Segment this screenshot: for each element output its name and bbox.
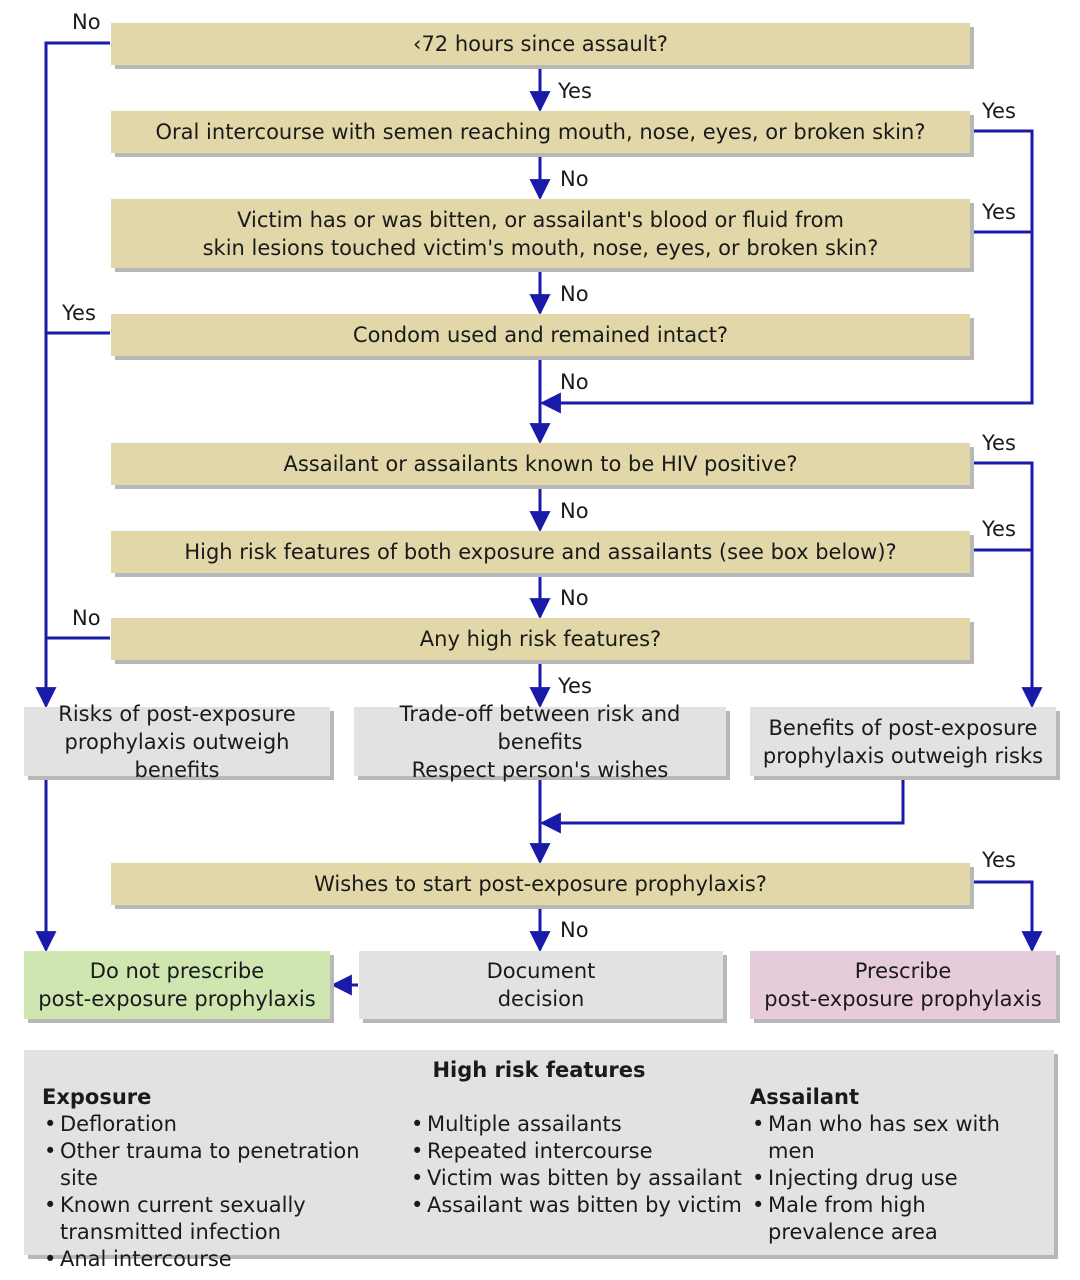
assailant-heading: Assailant	[750, 1085, 859, 1109]
label-q4-no: No	[560, 370, 589, 394]
list-item: Injecting drug use	[750, 1165, 1045, 1192]
label-q2-no: No	[560, 167, 589, 191]
outcome-benefits-outweigh: Benefits of post-exposure prophylaxis ou…	[750, 707, 1056, 776]
assailant-column: Assailant Man who has sex with men Injec…	[750, 1084, 1045, 1246]
outcome-document-decision: Document decision	[359, 951, 723, 1019]
list-item: Man who has sex with men	[750, 1111, 1045, 1165]
list-item: Repeated intercourse	[409, 1138, 749, 1165]
arrow-left-bus	[35, 41, 110, 709]
outcome-tradeoff: Trade-off between risk and benefits Resp…	[354, 702, 726, 782]
question-hiv-positive: Assailant or assailants known to be HIV …	[111, 443, 970, 485]
outcome-do-not-prescribe: Do not prescribe post-exposure prophylax…	[24, 951, 330, 1019]
list-item: Assailant was bitten by victim	[409, 1192, 749, 1219]
exposure-column: Exposure Defloration Other trauma to pen…	[42, 1084, 402, 1273]
list-item: Other trauma to penetration site	[42, 1138, 402, 1192]
label-q4-yes: Yes	[62, 301, 96, 325]
label-q2-yes: Yes	[982, 99, 1016, 123]
label-q5-no: No	[560, 499, 589, 523]
outcome-risks-outweigh: Risks of post-exposure prophylaxis outwe…	[24, 702, 330, 782]
label-q1-no: No	[72, 10, 101, 34]
label-q3-yes: Yes	[982, 200, 1016, 224]
label-q8-yes: Yes	[982, 848, 1016, 872]
arrow-q5-q6-yes-bus	[970, 461, 1043, 709]
question-72-hours: ‹72 hours since assault?	[111, 23, 970, 65]
label-q7-yes: Yes	[558, 674, 592, 698]
question-high-risk-both: High risk features of both exposure and …	[111, 531, 970, 573]
outcome-prescribe: Prescribe post-exposure prophylaxis	[750, 951, 1056, 1019]
list-item: Multiple assailants	[409, 1111, 749, 1138]
high-risk-features-box: High risk features Exposure Defloration …	[24, 1050, 1054, 1273]
list-item: Anal intercourse	[42, 1246, 402, 1273]
label-q1-yes: Yes	[558, 79, 592, 103]
question-bitten-or-fluid: Victim has or was bitten, or assailant's…	[111, 199, 970, 268]
label-q6-yes: Yes	[982, 517, 1016, 541]
list-item: Known current sexually transmitted infec…	[42, 1192, 320, 1246]
list-item: Male from high prevalence area	[750, 1192, 1038, 1246]
question-oral-intercourse: Oral intercourse with semen reaching mou…	[111, 111, 970, 153]
question-wishes-to-start: Wishes to start post-exposure prophylaxi…	[111, 863, 970, 905]
list-item: Defloration	[42, 1111, 402, 1138]
label-q7-no: No	[72, 606, 101, 630]
high-risk-features-title: High risk features	[432, 1058, 646, 1082]
list-item: Victim was bitten by assailant	[409, 1165, 749, 1192]
exposure-heading: Exposure	[42, 1085, 152, 1109]
question-any-high-risk: Any high risk features?	[111, 618, 970, 660]
middle-column: Multiple assailants Repeated intercourse…	[409, 1111, 749, 1219]
label-q8-no: No	[560, 918, 589, 942]
label-q3-no: No	[560, 282, 589, 306]
label-q6-no: No	[560, 586, 589, 610]
arrow-q8-yes	[970, 880, 1043, 953]
question-condom-used: Condom used and remained intact?	[111, 314, 970, 356]
arrow-benefits-merge	[539, 776, 905, 834]
arrow-q2-q3-yes-bus	[539, 129, 1034, 414]
label-q5-yes: Yes	[982, 431, 1016, 455]
